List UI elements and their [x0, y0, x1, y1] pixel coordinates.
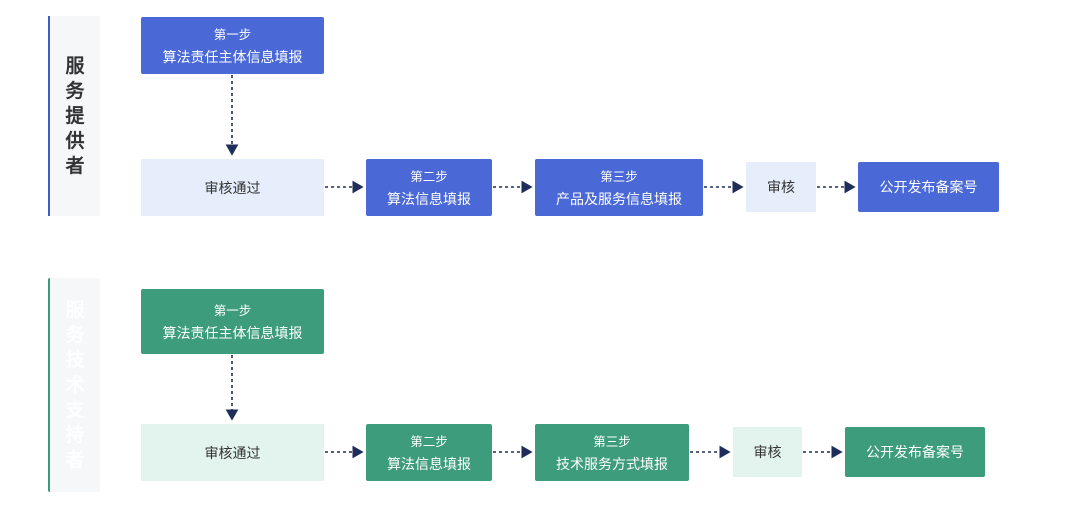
tech-step2-box: 第二步 算法信息填报	[366, 424, 492, 481]
lane-label-tech-support: 服 务 技 术 支 持 者	[48, 278, 100, 492]
approved-label: 审核通过	[204, 180, 261, 197]
lane-label-provider: 服 务 提 供 者	[48, 16, 100, 216]
lane-char: 术	[65, 373, 85, 396]
step-title: 技术服务方式填报	[556, 457, 668, 473]
review-label: 审核	[767, 180, 795, 196]
step-title: 产品及服务信息填报	[556, 192, 682, 208]
provider-step2-box: 第二步 算法信息填报	[366, 159, 492, 216]
publish-label: 公开发布备案号	[879, 180, 978, 196]
step-number: 第一步	[213, 27, 252, 42]
step-number: 第二步	[410, 434, 448, 449]
approved-label: 审核通过	[204, 445, 261, 462]
step-number: 第三步	[593, 434, 631, 449]
lane-char: 提	[65, 104, 85, 127]
lane-char: 者	[65, 154, 85, 177]
lane-char: 支	[65, 398, 85, 421]
step-title: 算法责任主体信息填报	[162, 326, 303, 342]
provider-step1-box: 第一步 算法责任主体信息填报	[141, 17, 324, 74]
step-number: 第三步	[600, 169, 638, 184]
provider-approved-box: 审核通过	[141, 159, 324, 216]
step-title: 算法责任主体信息填报	[162, 50, 303, 66]
tech-step1-box: 第一步 算法责任主体信息填报	[141, 289, 324, 354]
publish-label: 公开发布备案号	[866, 445, 964, 461]
provider-review-box: 审核	[746, 162, 816, 212]
tech-step3-box: 第三步 技术服务方式填报	[535, 424, 689, 481]
step-number: 第二步	[410, 169, 448, 184]
lane-char: 务	[65, 323, 85, 346]
step-title: 算法信息填报	[387, 192, 471, 208]
tech-approved-box: 审核通过	[141, 424, 324, 481]
provider-publish-box: 公开发布备案号	[858, 162, 999, 212]
lane-char: 服	[65, 298, 85, 321]
tech-publish-box: 公开发布备案号	[845, 427, 985, 477]
lane-char: 持	[65, 423, 85, 446]
step-number: 第一步	[213, 303, 252, 318]
lane-char: 务	[65, 79, 85, 102]
tech-review-box: 审核	[733, 427, 802, 477]
provider-step3-box: 第三步 产品及服务信息填报	[535, 159, 703, 216]
lane-char: 技	[65, 348, 85, 371]
review-label: 审核	[753, 445, 782, 461]
step-title: 算法信息填报	[387, 457, 471, 473]
lane-char: 供	[65, 129, 85, 152]
lane-char: 者	[65, 448, 85, 471]
lane-char: 服	[65, 54, 85, 77]
